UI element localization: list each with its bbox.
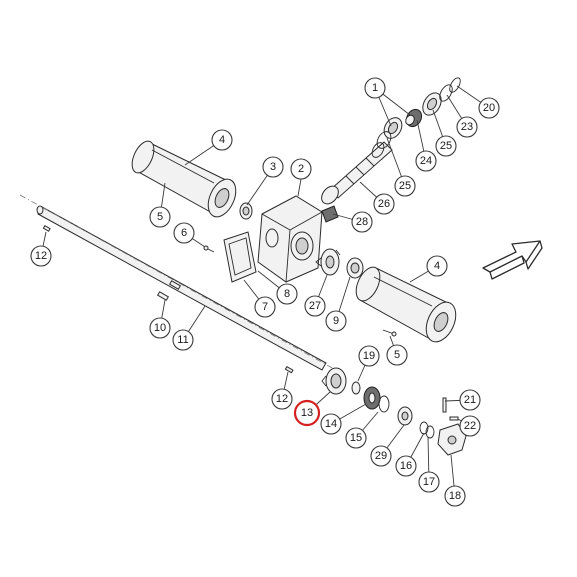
callout-4-upper: 4 <box>211 129 233 151</box>
callout-29: 29 <box>370 445 392 467</box>
svg-text:23: 23 <box>461 121 473 133</box>
svg-text:28: 28 <box>356 216 368 228</box>
callout-6: 6 <box>173 222 195 244</box>
callout-10: 10 <box>149 317 171 339</box>
bevel-gear-27-part <box>315 205 341 276</box>
svg-text:18: 18 <box>449 490 461 502</box>
callout-19: 19 <box>358 345 380 367</box>
svg-text:13: 13 <box>301 407 313 419</box>
svg-text:27: 27 <box>309 300 321 312</box>
svg-text:25: 25 <box>440 140 452 152</box>
svg-text:7: 7 <box>262 301 268 313</box>
callout-4-lower: 4 <box>426 255 448 277</box>
callout-17: 17 <box>418 471 440 493</box>
callout-3: 3 <box>262 156 284 178</box>
callout-1: 1 <box>364 77 386 99</box>
svg-text:12: 12 <box>276 393 288 405</box>
callout-21: 21 <box>459 389 481 411</box>
svg-text:5: 5 <box>394 349 400 361</box>
callout-28: 28 <box>351 211 373 233</box>
callout-24: 24 <box>415 150 437 172</box>
svg-text:1: 1 <box>372 82 378 94</box>
callout-11: 11 <box>172 329 194 351</box>
shaft-11-part <box>19 194 346 376</box>
svg-text:4: 4 <box>219 134 225 146</box>
svg-text:10: 10 <box>154 322 166 334</box>
callout-27: 27 <box>304 295 326 317</box>
svg-text:20: 20 <box>483 102 495 114</box>
callout-5-lower: 5 <box>386 344 408 366</box>
svg-text:22: 22 <box>464 420 476 432</box>
callout-2: 2 <box>290 158 312 180</box>
svg-text:19: 19 <box>363 350 375 362</box>
svg-text:17: 17 <box>423 476 435 488</box>
svg-text:24: 24 <box>420 155 432 167</box>
callout-22: 22 <box>459 415 481 437</box>
callout-25-left: 25 <box>394 175 416 197</box>
tube-4-lower-part <box>355 266 457 343</box>
callout-13-highlighted: 13 <box>293 399 321 427</box>
svg-text:8: 8 <box>284 288 290 300</box>
svg-text:6: 6 <box>181 227 187 239</box>
callout-9: 9 <box>325 310 347 332</box>
callout-5-upper: 5 <box>149 206 171 228</box>
callout-8: 8 <box>276 283 298 305</box>
svg-text:2: 2 <box>298 163 304 175</box>
cover-plate-7-part <box>223 231 257 283</box>
svg-text:21: 21 <box>464 394 476 406</box>
svg-text:11: 11 <box>177 334 188 346</box>
bearing-3-part <box>239 202 364 279</box>
svg-text:14: 14 <box>325 418 337 430</box>
pinion-shaft-26-part <box>321 141 393 205</box>
lower-assembly-part <box>321 367 467 456</box>
svg-text:4: 4 <box>434 260 440 272</box>
callout-7: 7 <box>254 296 276 318</box>
svg-text:9: 9 <box>333 315 339 327</box>
tube-4-upper-part <box>131 140 237 218</box>
svg-text:5: 5 <box>157 211 163 223</box>
callout-26: 26 <box>373 193 395 215</box>
svg-text:25: 25 <box>399 180 411 192</box>
callout-12-lower: 12 <box>271 388 293 410</box>
svg-text:26: 26 <box>378 198 390 210</box>
svg-text:16: 16 <box>400 460 412 472</box>
svg-text:29: 29 <box>375 450 387 462</box>
svg-text:15: 15 <box>350 432 362 444</box>
callout-20: 20 <box>478 97 500 119</box>
callout-12-left: 12 <box>30 245 52 267</box>
callout-25-right: 25 <box>435 135 457 157</box>
gearbox-housing-2-part <box>257 195 323 283</box>
callout-15: 15 <box>345 427 367 449</box>
svg-text:12: 12 <box>35 250 47 262</box>
direction-arrow-icon <box>482 240 543 280</box>
callout-18: 18 <box>444 485 466 507</box>
callout-14: 14 <box>320 413 342 435</box>
svg-text:3: 3 <box>270 161 276 173</box>
key-parts <box>42 224 294 374</box>
callout-16: 16 <box>395 455 417 477</box>
callout-23: 23 <box>456 116 478 138</box>
